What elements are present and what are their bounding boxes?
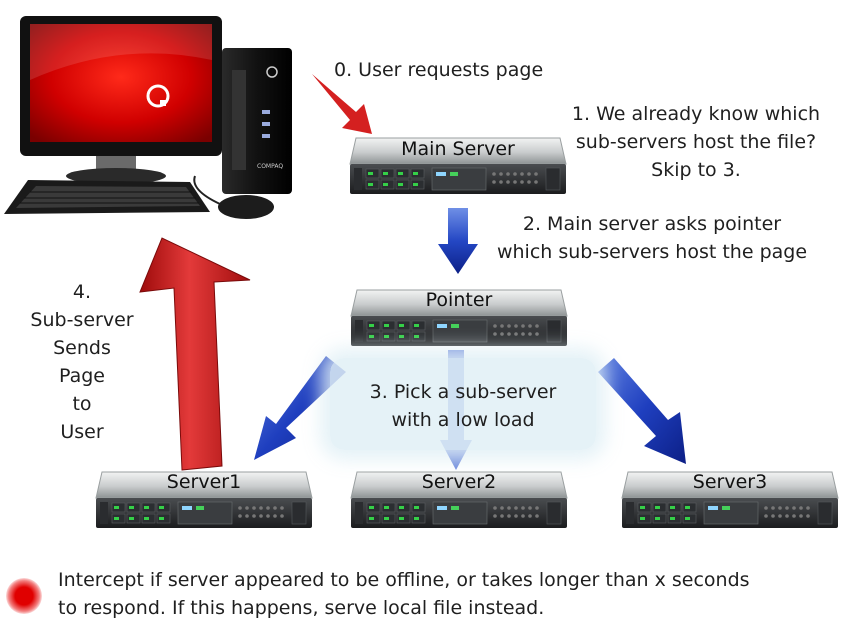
pointer-server-icon — [350, 289, 568, 346]
legend-text: Intercept if server appeared to be offli… — [58, 569, 750, 619]
server2-icon — [350, 471, 568, 528]
server1-label: Server1 — [166, 471, 242, 493]
step3-highlight — [330, 358, 596, 450]
desktop-computer-icon: COMPAQ — [4, 16, 292, 219]
step1-label: 1. We already know which sub-servers hos… — [571, 103, 821, 181]
step4-label: 4. Sub-server Sends Page to User — [30, 281, 134, 443]
step0-label: 0. User requests page — [334, 59, 544, 81]
pointer-server-label: Pointer — [425, 289, 493, 311]
main-server-icon — [349, 137, 567, 194]
return-to-user-arrow-icon — [139, 237, 251, 471]
monitor-screen — [30, 24, 212, 142]
step2-label: 2. Main server asks pointer which sub-se… — [496, 213, 808, 263]
server2-label: Server2 — [421, 471, 497, 493]
server1-icon — [95, 471, 313, 528]
main-to-pointer-arrow-icon — [438, 208, 478, 274]
server3-icon — [621, 471, 839, 528]
mouse — [218, 195, 274, 219]
step3-label: 3. Pick a sub-server with a low load — [369, 381, 557, 431]
offline-intercept-dot-icon — [6, 578, 42, 614]
tower-brand-logo: COMPAQ — [257, 163, 283, 170]
server3-label: Server3 — [692, 471, 768, 493]
pointer-to-server3-arrow-icon — [598, 358, 686, 464]
request-arrow-icon — [312, 74, 372, 134]
main-server-label: Main Server — [401, 138, 515, 160]
pointer-to-server1-arrow-icon — [254, 356, 346, 460]
